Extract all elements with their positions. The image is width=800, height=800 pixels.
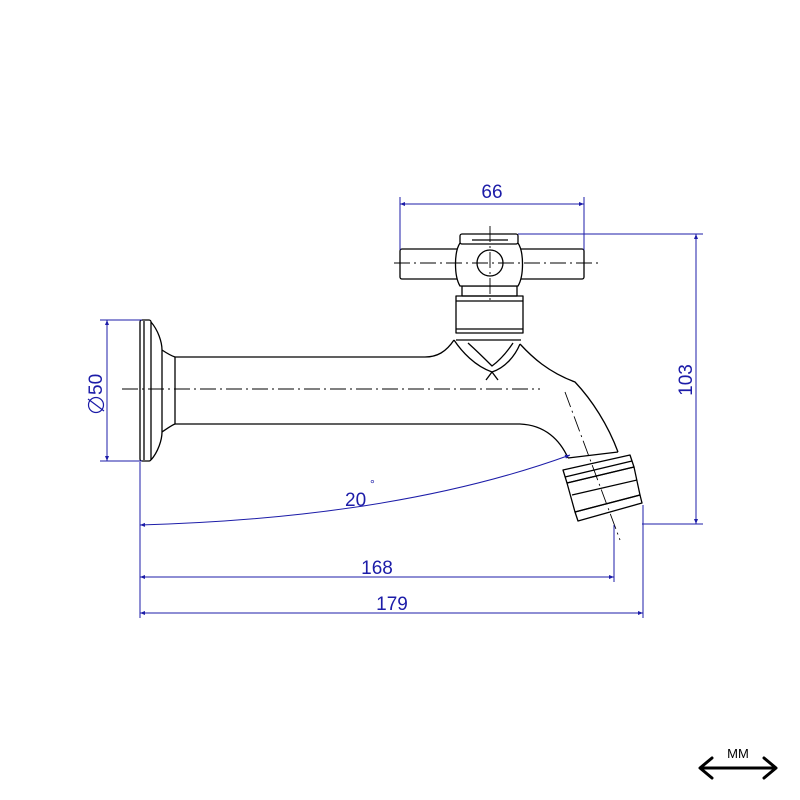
wall-flange [139, 319, 176, 462]
dimension-total-height [518, 233, 703, 525]
spout [175, 339, 619, 459]
label-flange-diameter: 50 [86, 374, 107, 414]
unit-badge: MM [698, 746, 778, 780]
dimension-total-length [140, 505, 644, 618]
label-total-height: 103 [676, 364, 697, 396]
valve-stem [455, 285, 524, 334]
double-arrow-icon [698, 756, 778, 780]
dimension-labels: 66 103 50 20 ° 168 179 [86, 182, 697, 615]
label-flange-diameter-value: 50 [86, 374, 107, 395]
label-spout-length: 168 [361, 558, 393, 579]
label-angle-unit: ° [370, 477, 375, 491]
center-lines [122, 226, 621, 541]
label-total-length: 179 [376, 594, 408, 615]
dimension-angle [139, 454, 571, 527]
unit-label: MM [727, 746, 749, 761]
nozzle-centerline [564, 391, 621, 541]
label-angle: 20 [345, 490, 366, 511]
dimensions [100, 197, 703, 618]
cross-handle [399, 233, 585, 287]
diameter-icon [87, 396, 105, 414]
dimension-spout-length [139, 462, 615, 618]
nozzle [562, 451, 643, 522]
faucet-body [139, 233, 643, 522]
label-handle-width: 66 [481, 182, 502, 203]
dimension-handle-width [399, 197, 585, 250]
dimension-flange-diameter [100, 319, 142, 462]
